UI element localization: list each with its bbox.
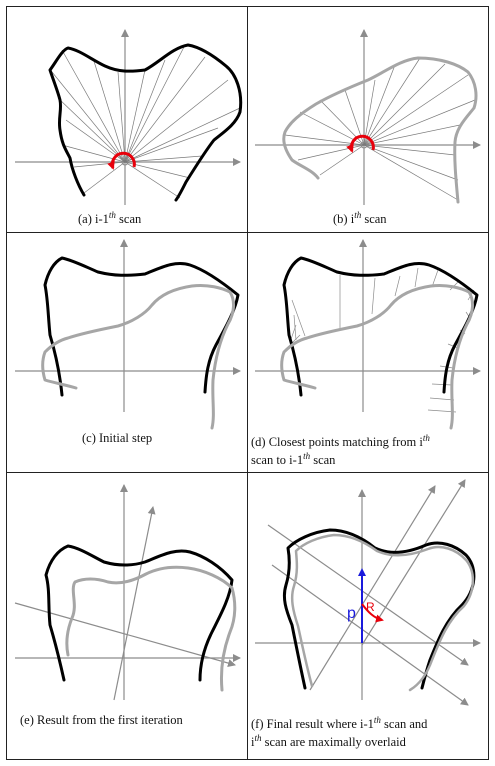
caption-b-text-pre: i	[350, 212, 355, 227]
caption-d-sup2: th	[303, 451, 311, 462]
caption-a-label: (a)	[78, 212, 92, 227]
panel-b-scan-curve	[282, 56, 478, 204]
panel-c-curr-scan-curve	[41, 284, 235, 430]
panel-d	[255, 239, 481, 430]
caption-f-line2: ith scan are maximally overlaid	[251, 731, 487, 749]
caption-d-label: (d)	[251, 435, 266, 450]
caption-d-line1: (d) Closest points matching from ith	[251, 431, 487, 449]
caption-f-line2-post: scan are maximally overlaid	[261, 735, 406, 750]
panel-e-rotated-x-axis	[14, 602, 236, 667]
caption-f-line1: (f) Final result where i-1th scan and	[251, 713, 487, 731]
caption-f-sup: th	[373, 715, 381, 725]
panel-f-r-label: R	[366, 600, 375, 614]
caption-d-line2-post: scan	[310, 453, 336, 468]
panel-a-scan-curve	[48, 43, 243, 202]
caption-f-line1-post: scan and	[380, 717, 428, 732]
panel-e-curr-scan-curve	[65, 565, 237, 692]
caption-e: (e) Result from the first iteration	[20, 713, 183, 727]
panel-b-scan-rays	[284, 57, 476, 201]
caption-d-line2: scan to i-1th scan	[251, 449, 487, 467]
panel-a	[15, 29, 243, 205]
caption-d-sup: th	[422, 433, 430, 443]
panel-d-matching-lines	[286, 267, 475, 413]
caption-a-sup: th	[108, 210, 116, 220]
caption-b-text-post: scan	[361, 212, 387, 227]
panel-c	[15, 239, 241, 430]
panel-d-prev-scan-curve	[282, 256, 479, 397]
caption-d-line2-pre: scan to i-1	[251, 453, 304, 468]
caption-b-sup: th	[354, 210, 362, 220]
caption-a-text-pre: i-1	[95, 212, 109, 227]
panel-a-rotation-arrow	[107, 151, 136, 170]
grid-frame	[6, 6, 489, 760]
panel-b-rotation-arrow	[346, 134, 375, 153]
panel-f-p-label: p	[347, 605, 356, 622]
panel-f-rotated-x-axis-2	[271, 564, 469, 706]
caption-e-label: (e)	[20, 713, 34, 727]
caption-f: (f) Final result where i-1th scan and it…	[251, 713, 487, 749]
panel-e-prev-scan-curve	[44, 544, 234, 682]
panel-f-rotation-arrow	[361, 603, 384, 623]
caption-a-text-post: scan	[115, 212, 142, 227]
panel-b-sensor-origin	[360, 141, 368, 149]
caption-d-text-pre: Closest points matching from i	[268, 435, 423, 450]
panel-f: p R	[255, 479, 481, 706]
panel-e	[14, 484, 241, 701]
caption-b-label: (b)	[333, 212, 348, 227]
caption-f-line2-pre: i	[251, 735, 255, 750]
panel-f-rotated-y-axis-1	[309, 485, 436, 691]
caption-c-text: Initial step	[99, 431, 153, 445]
panel-f-prev-scan-curve	[282, 528, 476, 690]
panel-a-sensor-origin	[121, 158, 129, 166]
caption-e-text: Result from the first iteration	[37, 713, 183, 727]
panel-e-rotated-y-axis	[113, 506, 156, 701]
caption-f-sup2: th	[254, 733, 262, 744]
caption-d: (d) Closest points matching from ith sca…	[251, 431, 487, 467]
panel-d-curr-scan-curve	[280, 284, 474, 430]
caption-f-line1-pre: Final result where i-1	[266, 717, 374, 732]
caption-c: (c) Initial step	[82, 431, 152, 445]
caption-a: (a) i-1th scan	[78, 208, 141, 226]
caption-c-label: (c)	[82, 431, 96, 445]
panel-b	[255, 29, 481, 205]
panel-f-curr-scan-curve	[290, 533, 475, 692]
panel-c-prev-scan-curve	[43, 256, 240, 397]
panel-a-scan-rays	[51, 44, 241, 199]
caption-b: (b) ith scan	[333, 208, 387, 226]
caption-f-label: (f)	[251, 717, 264, 732]
